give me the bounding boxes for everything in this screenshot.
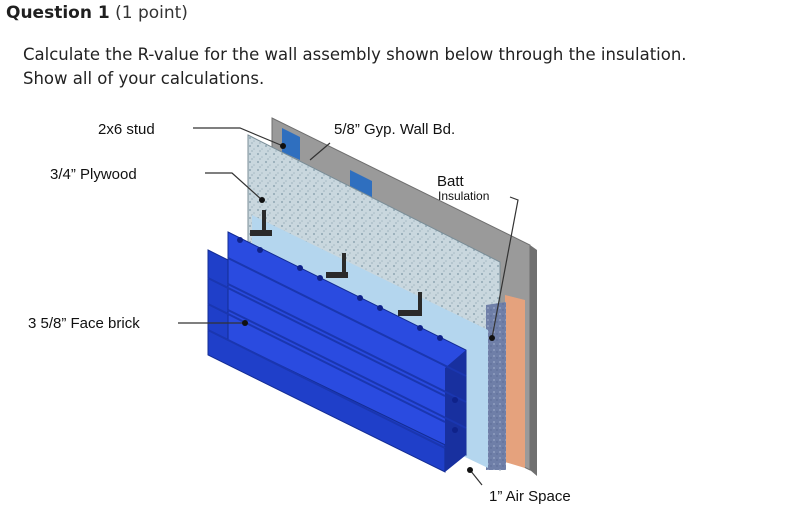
batt-insulation [486, 302, 506, 470]
leader-lines [178, 127, 519, 486]
question-number: Question 1 [6, 3, 110, 23]
question-points: (1 point) [115, 3, 188, 23]
label-face-brick: 3 5/8” Face brick [28, 315, 140, 332]
label-gyp-board: 5/8” Gyp. Wall Bd. [334, 121, 455, 138]
label-batt: Batt [437, 173, 465, 190]
question-line-2: Show all of your calculations. [23, 69, 265, 88]
label-insulation: Insulation [438, 189, 489, 203]
question-text: Calculate the R-value for the wall assem… [23, 43, 687, 91]
label-stud: 2x6 stud [98, 121, 155, 138]
question-header: Question 1 (1 point) [6, 3, 188, 23]
question-line-1: Calculate the R-value for the wall assem… [23, 45, 687, 64]
label-air-space: 1” Air Space [489, 488, 571, 505]
label-plywood: 3/4” Plywood [50, 166, 137, 183]
wall-ties [250, 210, 422, 316]
face-brick [207, 231, 467, 473]
